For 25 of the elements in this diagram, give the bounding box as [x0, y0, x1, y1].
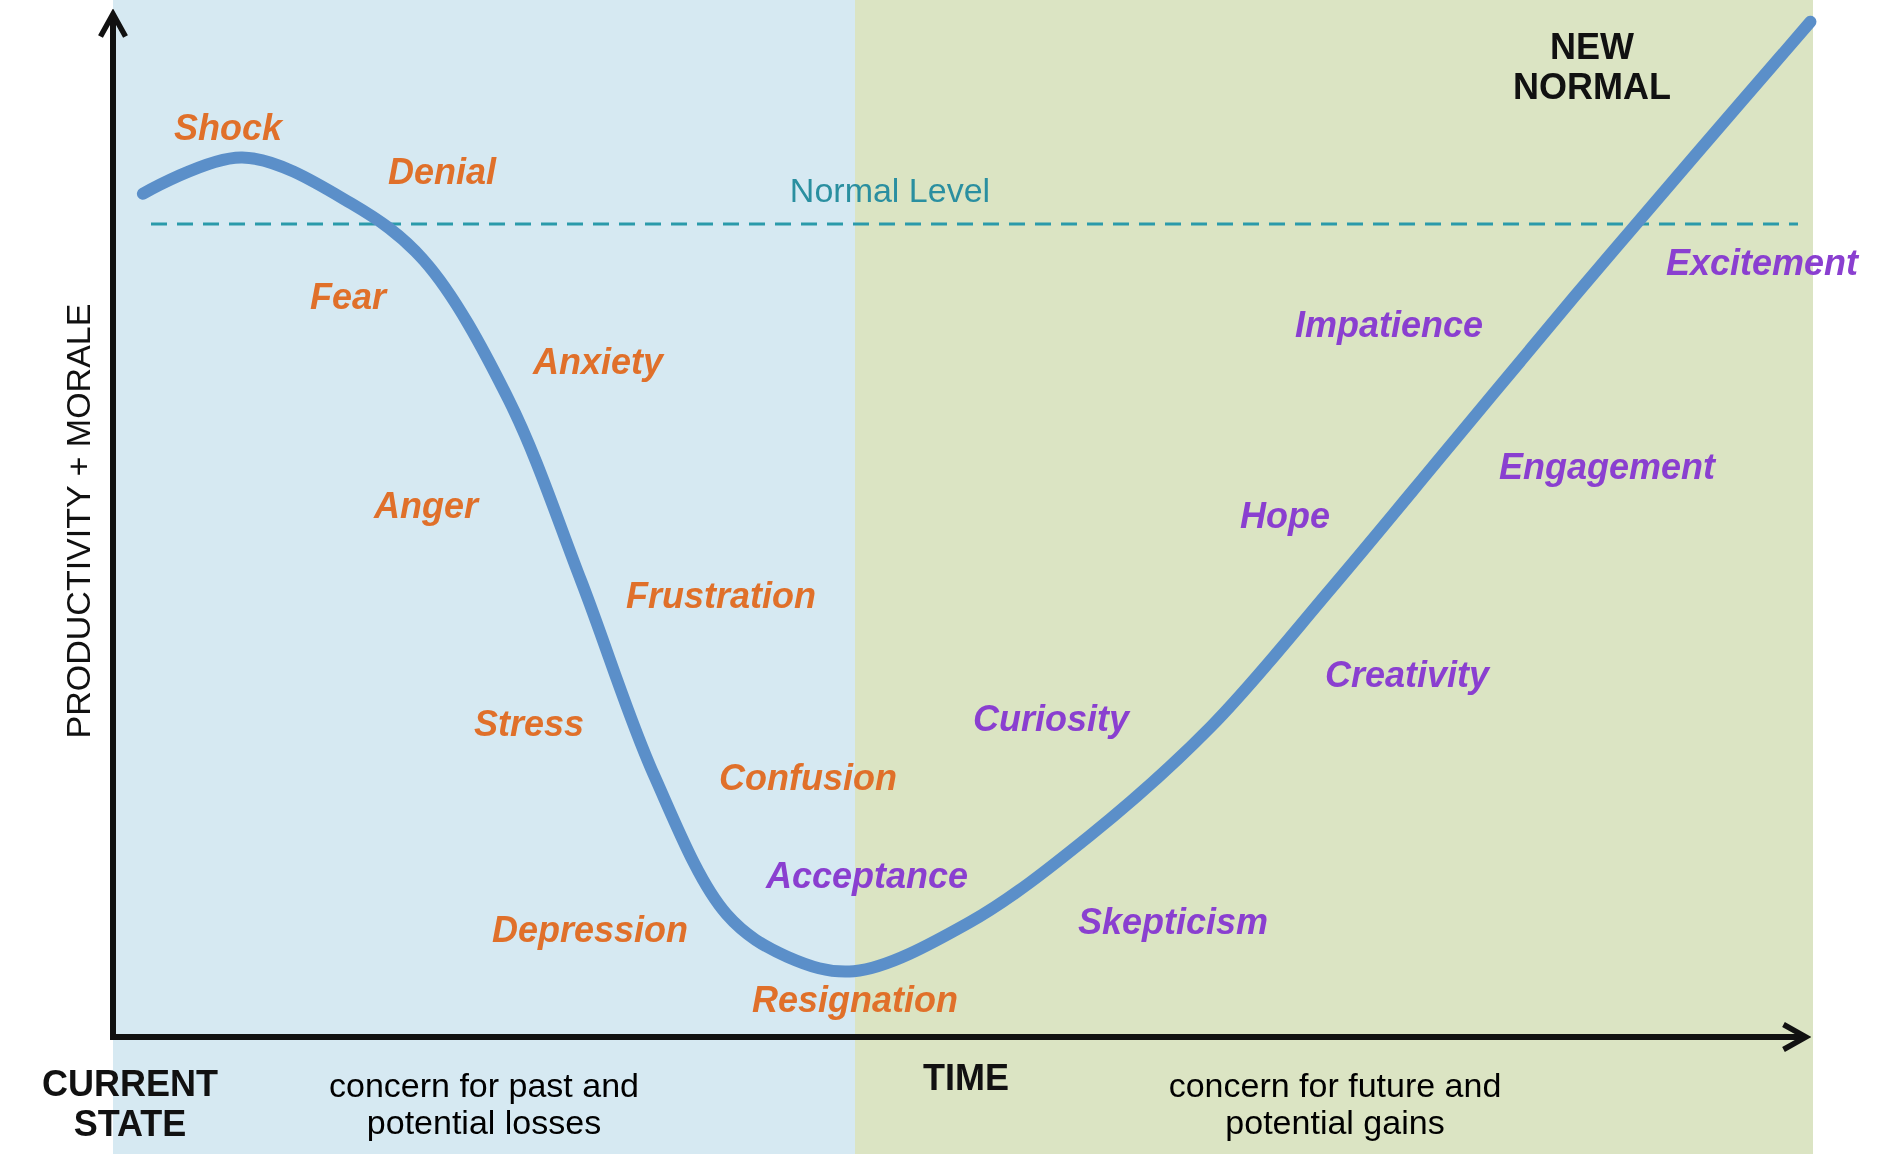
normal-level-label: Normal Level — [789, 172, 991, 210]
phase-description: concern for future and potential gains — [1167, 1066, 1503, 1142]
emotion-label: Fear — [310, 277, 386, 317]
emotion-label: Skepticism — [1077, 902, 1269, 942]
emotion-label: Stress — [473, 704, 585, 744]
emotion-label: Hope — [1240, 496, 1330, 536]
emotion-label: Anxiety — [533, 342, 663, 382]
y-axis-title: PRODUCTIVITY + MORALE — [60, 303, 98, 739]
emotion-label: Engagement — [1499, 447, 1715, 487]
x-axis-title: TIME — [923, 1058, 1009, 1098]
emotion-label: Excitement — [1665, 243, 1859, 283]
emotion-label: Resignation — [752, 980, 958, 1020]
emotion-label: Depression — [491, 910, 689, 950]
phase-description: concern for past and potential losses — [328, 1066, 640, 1142]
end-state-label: NEW NORMAL — [1512, 27, 1672, 107]
emotion-label: Acceptance — [765, 856, 969, 896]
emotion-label: Anger — [374, 486, 478, 526]
start-state-label: CURRENT STATE — [41, 1064, 219, 1144]
emotion-label: Shock — [174, 108, 282, 148]
emotion-label: Curiosity — [973, 699, 1129, 739]
emotion-label: Impatience — [1294, 305, 1484, 345]
emotion-label: Frustration — [626, 576, 816, 616]
emotion-label: Denial — [388, 152, 496, 192]
emotion-label: Confusion — [719, 758, 897, 798]
emotion-label: Creativity — [1324, 655, 1490, 695]
